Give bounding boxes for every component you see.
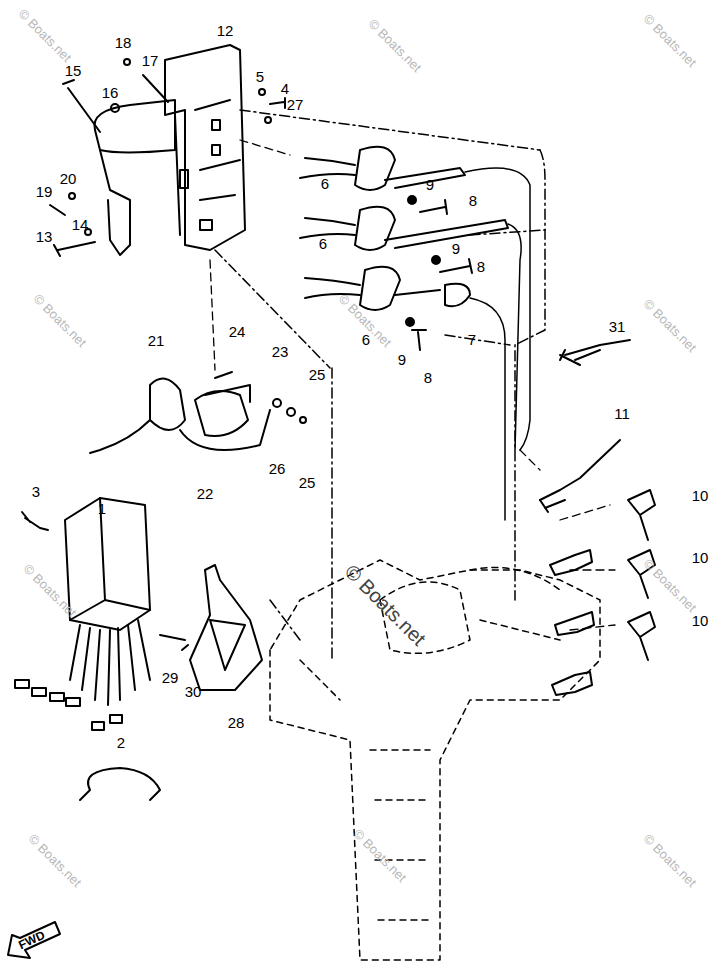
watermark: © Boats.net (641, 296, 698, 353)
callout-number: 16 (102, 85, 119, 100)
callout-number: 26 (269, 461, 286, 476)
callout-number: 28 (228, 715, 245, 730)
callout-number: 9 (452, 241, 460, 256)
callout-number: 14 (72, 217, 89, 232)
sensor (540, 340, 630, 512)
watermark: © Boats.net (341, 561, 429, 649)
watermark: © Boats.net (31, 291, 88, 348)
callout-number: 30 (185, 684, 202, 699)
callout-number: 12 (217, 23, 234, 38)
rectifier (90, 372, 306, 453)
watermark: © Boats.net (26, 831, 83, 888)
watermark: © Boats.net (16, 6, 73, 63)
callout-number: 8 (424, 370, 432, 385)
watermark: © Boats.net (641, 556, 698, 613)
callout-number: 22 (197, 486, 214, 501)
callout-number: 8 (477, 259, 485, 274)
callout-number: 23 (272, 344, 289, 359)
callout-number: 15 (65, 63, 82, 78)
callout-number: 17 (142, 53, 159, 68)
callout-number: 10 (692, 550, 709, 565)
callout-number: 20 (60, 171, 77, 186)
callout-number: 29 (162, 670, 179, 685)
callout-number: 10 (692, 613, 709, 628)
engine-outline (215, 110, 545, 660)
watermark: © Boats.net (366, 16, 423, 73)
callout-number: 13 (36, 229, 53, 244)
callout-number: 8 (469, 193, 477, 208)
callout-number: 4 (281, 81, 289, 96)
callout-number: 6 (319, 236, 327, 251)
callout-number: 9 (426, 177, 434, 192)
callout-number: 9 (398, 352, 406, 367)
callout-number: 1 (98, 501, 106, 516)
callout-number: 7 (468, 332, 476, 347)
callout-number: 3 (32, 484, 40, 499)
watermark: © Boats.net (641, 831, 698, 888)
callout-number: 24 (229, 324, 246, 339)
spark-plug-lead (465, 168, 530, 520)
band (80, 768, 160, 800)
callout-number: 27 (287, 97, 304, 112)
ignition-coil (300, 147, 508, 350)
engine-block (270, 560, 600, 960)
callout-number: 10 (692, 488, 709, 503)
cdi-unit (15, 498, 150, 730)
watermark: © Boats.net (641, 11, 698, 68)
bolt (50, 59, 285, 256)
leader-line (210, 140, 615, 630)
callout-number: 25 (309, 367, 326, 382)
spark-plug (550, 490, 655, 695)
callout-number: 11 (614, 406, 630, 421)
forward-arrow (8, 922, 60, 958)
callout-number: 25 (299, 475, 316, 490)
direction-mark: FWD (17, 929, 47, 951)
cdi-bracket (160, 565, 262, 690)
callout-number: 5 (256, 69, 264, 84)
callout-number: 2 (117, 735, 125, 750)
callout-number: 31 (609, 319, 626, 334)
callout-number: 21 (148, 333, 165, 348)
watermark: © Boats.net (351, 826, 408, 883)
callout-number: 6 (321, 176, 329, 191)
callout-number: 19 (36, 184, 53, 199)
callout-number: 18 (115, 35, 132, 50)
coil-bracket (94, 45, 245, 255)
watermark: © Boats.net (21, 561, 78, 618)
